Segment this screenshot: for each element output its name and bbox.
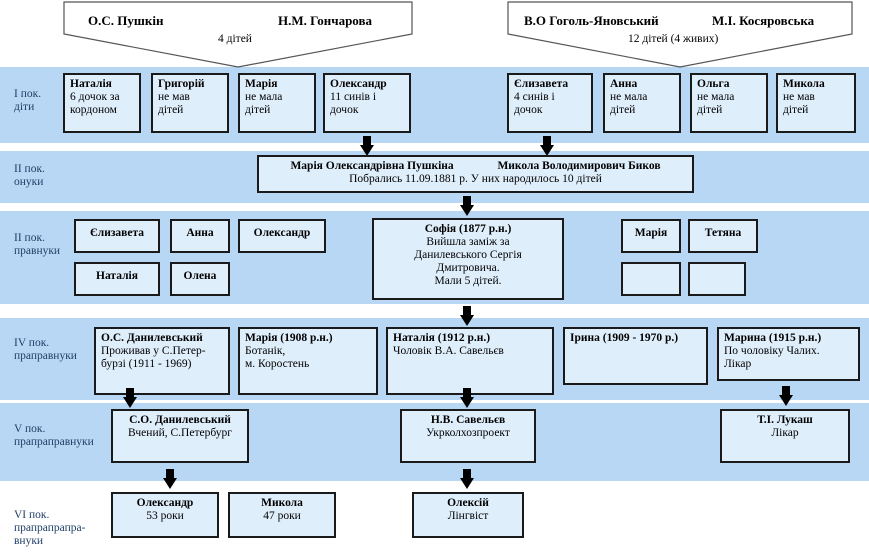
person-maryna-1915: Марина (1915 р.н.)По чоловіку Чалих.Ліка… [717,327,860,381]
gen-label-4: IV пок.праправнуки [14,337,77,362]
gen-label-1: І пок.діти [14,88,42,113]
arrow-down-4c [779,386,793,406]
gogol-name: В.О Гоголь-Яновський [524,13,659,28]
arrow-down-5b [460,469,474,489]
arrow-down-5a [163,469,177,489]
kosiarovska-name: М.І. Косяровська [712,13,815,28]
person-elyzaveta-g3: Єлизавета [74,219,160,253]
couple-gogol-shape [507,1,853,68]
gen-label-2: ІІ пок.онуки [14,163,45,188]
person-anna-g3: Анна [170,219,230,253]
marriage-wife: Марія Олександрівна Пушкіна [290,160,454,172]
arrow-down-2 [460,196,474,216]
person-tetiana-g3: Тетяна [688,219,758,253]
person-iryna-1909: Ірина (1909 - 1970 р.) [563,327,708,385]
marriage-note: Побрались 11.09.1881 р. У них народилось… [349,173,602,185]
goncharova-name: Н.М. Гончарова [278,13,373,28]
person-oleksandr-g3: Олександр [238,219,326,253]
person-olena-g3: Олена [170,262,230,296]
arrow-down-1a [360,136,374,156]
empty-box-1 [621,262,681,296]
arrow-down-1b [540,136,554,156]
person-natalia-g3: Наталія [74,262,160,296]
marriage-box: Марія Олександрівна Пушкіна Микола Волод… [257,155,694,193]
gen-label-5: V пок.прапраправнуки [14,423,94,448]
person-maria-1908: Марія (1908 р.н.)Ботанік,м. Коростень [238,327,378,395]
empty-box-2 [688,262,746,296]
arrow-down-3 [460,306,474,326]
couple-pushkin-shape [63,1,413,68]
pushkin-children-count: 4 дітей [218,33,252,45]
arrow-down-4a [123,388,137,408]
gen-label-3: ІІ пок.правнуки [14,232,61,257]
arrow-down-4b [460,388,474,408]
person-natalia-1912: Наталія (1912 р.н.)Чоловік В.А. Савельєв [386,327,554,395]
gogol-children-count: 12 дітей (4 живих) [628,33,719,45]
pushkin-name: О.С. Пушкін [88,13,164,28]
gen-label-6: VI пок.прапрапрапра-внуки [14,509,86,547]
person-maria-g3: Марія [621,219,681,253]
marriage-husband: Микола Володимирович Биков [497,160,661,172]
